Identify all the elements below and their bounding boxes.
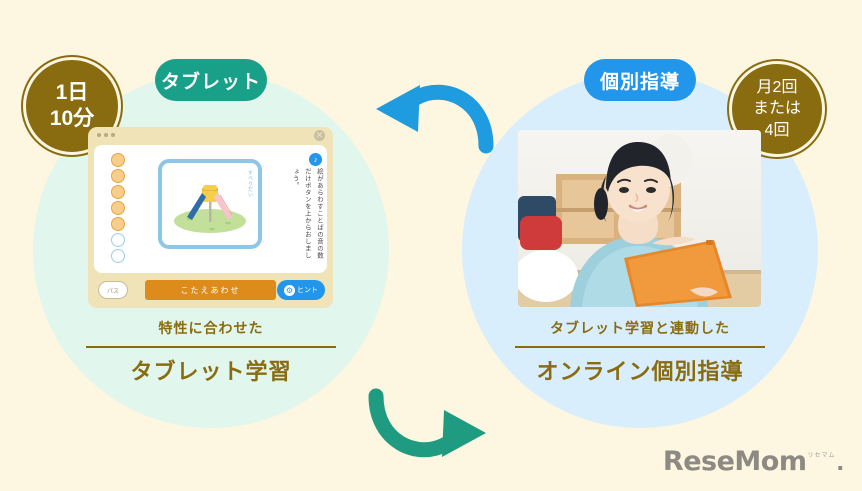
progress-dot[interactable] [111, 185, 125, 199]
badge-left-line1: 1日 [55, 80, 89, 104]
titlebar-dot [111, 133, 115, 137]
badge-right-line2: または [752, 100, 801, 118]
badge-right-line1: 月2回 [756, 78, 798, 96]
titlebar-dots [97, 133, 115, 137]
student-photo [518, 130, 761, 307]
caption-right-main: オンライン個別指導 [536, 359, 744, 384]
progress-dot[interactable] [111, 201, 125, 215]
speaker-icon[interactable]: ♪ [309, 153, 322, 166]
logo-dot: . [836, 446, 844, 476]
caption-left: 特性に合わせた タブレット学習 [86, 318, 336, 386]
progress-dot[interactable] [111, 233, 125, 247]
question-text: 絵があらわすことばの音の数だけボタンを上からおしましょう。 [291, 168, 323, 259]
tablet-pill-label: タブレット [155, 59, 267, 101]
close-icon[interactable]: ✕ [314, 130, 325, 141]
caption-right-sub: タブレット学習と連動した [550, 320, 730, 336]
arrow-curve-right [358, 386, 504, 473]
progress-dots [111, 153, 125, 263]
gear-icon: ⚙ [284, 284, 295, 296]
progress-dot[interactable] [111, 249, 125, 263]
tablet-footer: パス こたえあわせ ⚙ ヒント [88, 275, 333, 308]
question-pane: ♪ 絵があらわすことばの音の数だけボタンを上からおしましょう。 [268, 151, 326, 269]
logo-wordmark: ReseMom [662, 446, 807, 477]
titlebar-dot [104, 133, 108, 137]
caption-left-main: タブレット学習 [130, 359, 292, 384]
hint-button[interactable]: ⚙ ヒント [277, 280, 325, 300]
kobetsu-shidou-pill-label: 個別指導 [584, 59, 696, 101]
progress-dot[interactable] [111, 153, 125, 167]
progress-dot[interactable] [111, 169, 125, 183]
resemom-logo: ReseMom リセマム . [663, 446, 844, 477]
illustration-label: すべりだい [247, 170, 253, 198]
answer-check-button[interactable]: こたえあわせ [145, 280, 276, 300]
badge-left-line2: 10分 [49, 107, 95, 130]
pass-button[interactable]: パス [98, 281, 128, 299]
arrow-curve-left [358, 72, 504, 159]
caption-left-rule [86, 346, 336, 348]
progress-dot[interactable] [111, 217, 125, 231]
tablet-app-mockup: ✕ [88, 127, 333, 308]
playground-slide-illustration: すべりだい [158, 159, 262, 249]
logo-ruby-text: リセマム [807, 453, 836, 459]
caption-right: タブレット学習と連動した オンライン個別指導 [515, 318, 765, 386]
tablet-screen: すべりだい ♪ 絵があらわすことばの音の数だけボタンを上からおしましょう。 [94, 145, 327, 273]
badge-right-line3: 4回 [764, 121, 790, 139]
titlebar-dot [97, 133, 101, 137]
tablet-titlebar: ✕ [88, 127, 333, 143]
caption-left-sub: 特性に合わせた [158, 320, 264, 336]
hint-button-label: ヒント [297, 287, 318, 294]
caption-right-rule [515, 346, 765, 348]
